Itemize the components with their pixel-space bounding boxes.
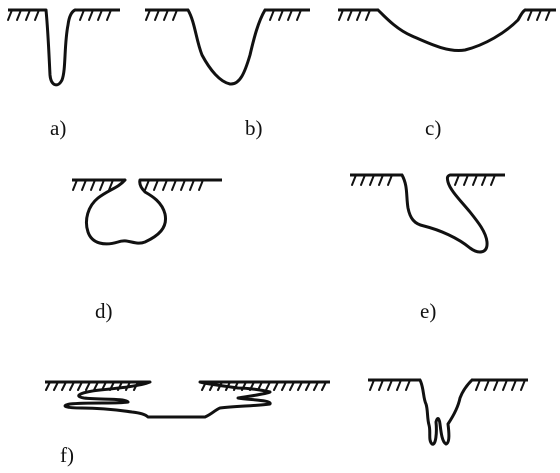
hatching bbox=[527, 9, 551, 21]
panel-f-label: f) bbox=[60, 443, 74, 467]
panel-b-label: b) bbox=[245, 116, 263, 140]
hatching bbox=[351, 174, 393, 186]
hatching bbox=[79, 9, 112, 21]
pit-outline bbox=[186, 8, 267, 86]
pit-outline bbox=[400, 173, 489, 254]
panel-d-label: d) bbox=[95, 299, 113, 323]
panel-e-profile bbox=[350, 173, 505, 254]
panel-d-profile bbox=[72, 178, 222, 246]
hatching bbox=[7, 9, 40, 21]
pit-outline bbox=[418, 378, 474, 446]
panel-f-right-profile bbox=[368, 378, 528, 446]
hatching bbox=[72, 179, 114, 191]
panel-b-profile bbox=[145, 8, 310, 86]
pit-outline bbox=[63, 380, 272, 419]
hatching bbox=[338, 9, 371, 21]
hatching bbox=[369, 379, 411, 391]
hatching bbox=[144, 179, 204, 191]
hatching bbox=[145, 9, 178, 21]
panel-c-profile bbox=[338, 8, 556, 53]
hatching bbox=[269, 9, 302, 21]
hatching bbox=[201, 381, 327, 391]
panel-a-label: a) bbox=[50, 116, 66, 140]
panel-c-label: c) bbox=[425, 116, 441, 140]
panel-f-left-profile bbox=[45, 380, 330, 419]
pit-outline bbox=[84, 178, 168, 246]
panel-e-label: e) bbox=[420, 299, 436, 323]
hatching bbox=[454, 174, 496, 186]
pit-outline bbox=[44, 8, 77, 87]
hatching bbox=[475, 379, 526, 391]
panel-a-profile bbox=[7, 8, 120, 87]
pit-outline bbox=[376, 8, 527, 53]
